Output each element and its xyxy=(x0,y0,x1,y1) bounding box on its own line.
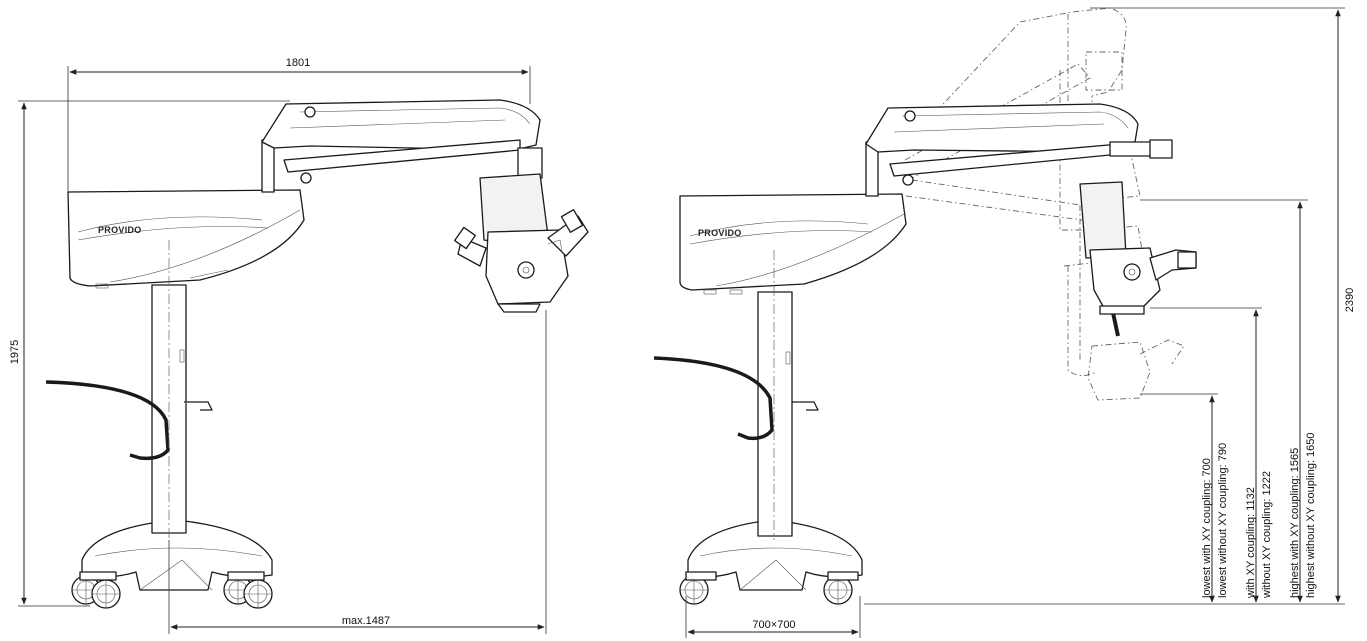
right-handle xyxy=(653,356,774,441)
left-microscope-head xyxy=(454,147,589,313)
right-column xyxy=(757,291,793,537)
right-stand-housing: PROVIDO xyxy=(679,193,907,295)
left-base xyxy=(71,519,273,609)
highest-with-xy-coupling: highest with XY coupling: 1565 xyxy=(1289,448,1301,598)
left-brand-logo: PROVIDO xyxy=(98,225,142,235)
right-base-dim: 700×700 xyxy=(752,619,795,631)
right-base xyxy=(679,519,863,605)
left-stand-housing: PROVIDO xyxy=(67,189,305,289)
left-max-reach-dim: max.1487 xyxy=(342,615,390,627)
lowest-with-xy-coupling: lowest with XY coupling: 700 xyxy=(1201,458,1213,598)
left-view-microscope: PROVIDO xyxy=(9,57,589,634)
right-max-height-dim: 2390 xyxy=(1344,288,1356,312)
left-handle xyxy=(45,380,170,461)
right-view-microscope: PROVIDO xyxy=(653,7,1356,638)
with-xy-coupling: with XY coupling: 1132 xyxy=(1245,487,1257,599)
right-ghost-positions xyxy=(899,7,1185,401)
lowest-without-xy-coupling: lowest without XY coupling: 790 xyxy=(1217,443,1229,598)
left-reach-dim: 1801 xyxy=(286,57,310,69)
right-brand-logo: PROVIDO xyxy=(698,228,742,238)
without-xy-coupling: without XY coupling: 1222 xyxy=(1261,471,1273,599)
highest-without-xy-coupling: highest without XY coupling: 1650 xyxy=(1305,432,1317,598)
right-carrier-arm xyxy=(865,103,1173,186)
left-carrier-arm xyxy=(261,99,541,184)
left-height-dim: 1975 xyxy=(9,340,21,364)
right-microscope-head xyxy=(1079,181,1197,337)
